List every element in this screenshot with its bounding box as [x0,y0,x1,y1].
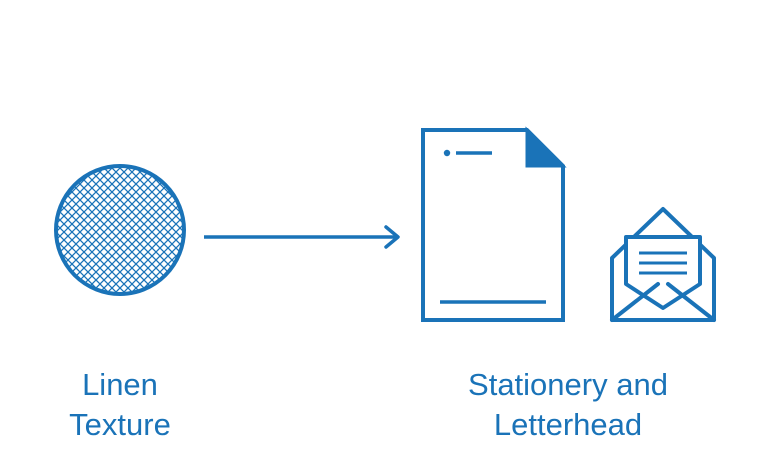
stationery-letterhead-label: Stationery and Letterhead [418,365,718,445]
open-envelope-icon [610,207,716,322]
stationery-label-line-1: Stationery and [468,367,668,402]
linen-texture-label-line-2: Texture [69,407,171,442]
linen-texture-label-line-1: Linen [82,367,158,402]
linen-texture-circle-icon [54,164,186,296]
document-icon [421,126,567,322]
linen-texture-label: Linen Texture [30,365,210,445]
stationery-label-line-2: Letterhead [493,407,643,442]
arrow-connector [204,225,400,249]
